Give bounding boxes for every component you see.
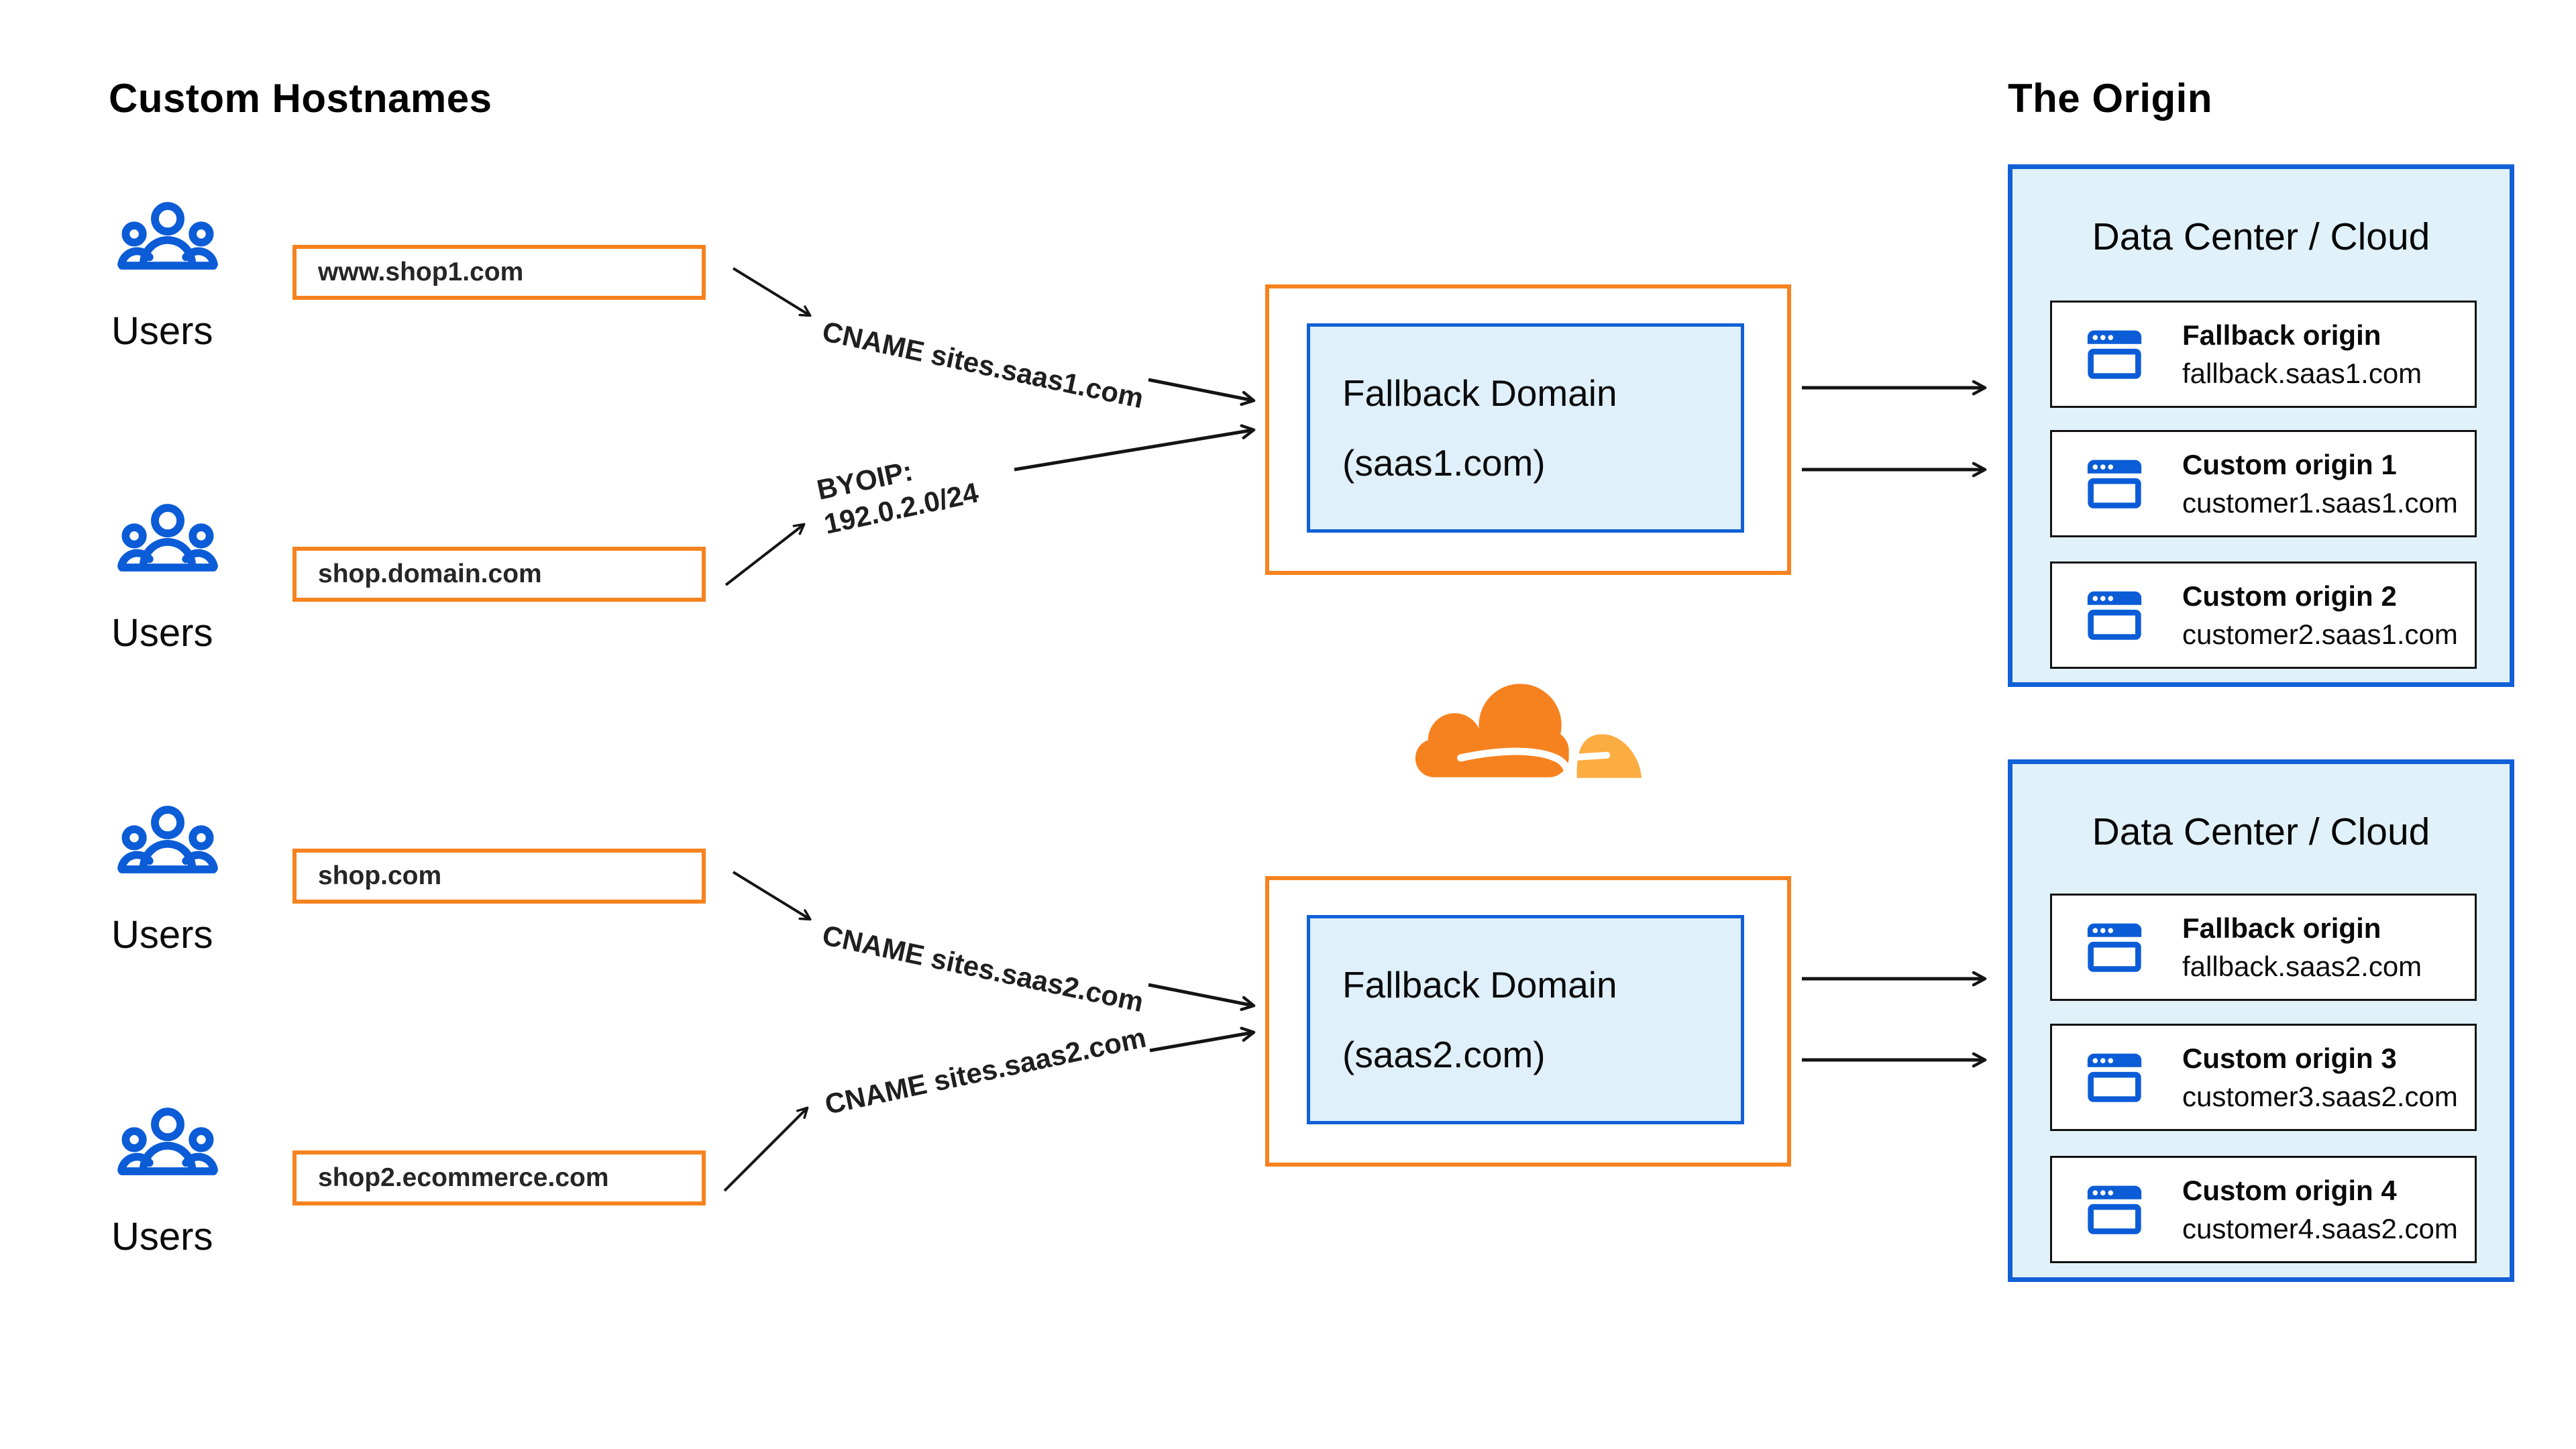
datacenter-box-2: Data Center / Cloud Fallback origin fall…: [2008, 759, 2514, 1282]
fallback-domain-name: (saas1.com): [1342, 442, 1546, 484]
hostname-text: shop.com: [318, 861, 442, 890]
fallback-domain-inner: Fallback Domain (saas1.com): [1307, 323, 1744, 533]
route-label-cname-saas2-top: CNAME sites.saas2.com: [819, 918, 1146, 1018]
browser-window-icon: [2086, 458, 2143, 510]
users-label: Users: [111, 1215, 213, 1258]
users-icon: [110, 502, 225, 581]
origin-name: Fallback origin: [2182, 319, 2381, 351]
origin-host: customer1.saas1.com: [2182, 487, 2458, 519]
origin-name: Custom origin 4: [2182, 1175, 2397, 1206]
route-label-cname-saas1: CNAME sites.saas1.com: [819, 315, 1146, 415]
hostname-box-shop2-ecommerce: shop2.ecommerce.com: [292, 1150, 706, 1205]
user-group-2: Users: [110, 502, 244, 655]
route-label-byoip: BYOIP: 192.0.2.0/24: [814, 441, 981, 541]
users-icon: [110, 200, 225, 279]
hostname-text: shop.domain.com: [318, 559, 542, 588]
arrow-shop2-to-cname2b: [723, 1106, 809, 1192]
user-group-1: Users: [110, 200, 244, 354]
fallback-domain-title: Fallback Domain: [1342, 964, 1617, 1006]
datacenter-title: Data Center / Cloud: [2092, 215, 2430, 258]
origin-box-custom-origin-2: Custom origin 2 customer2.saas1.com: [2050, 561, 2477, 669]
browser-window-icon: [2086, 1051, 2143, 1104]
origin-host: customer2.saas1.com: [2182, 619, 2458, 650]
origin-host: customer4.saas2.com: [2182, 1213, 2458, 1244]
users-label: Users: [111, 611, 213, 655]
arrow-cname2b-to-fallback2: [1149, 1026, 1256, 1053]
user-group-3: Users: [110, 804, 244, 957]
origin-box-custom-origin-1: Custom origin 1 customer1.saas1.com: [2050, 430, 2477, 537]
origin-box-fallback-saas2: Fallback origin fallback.saas2.com: [2050, 894, 2477, 1001]
hostname-box-shop: shop.com: [292, 849, 706, 904]
fallback-domain-box-saas2: Fallback Domain (saas2.com): [1265, 876, 1791, 1167]
arrow-shop-to-cname2: [732, 871, 812, 921]
hostname-text: www.shop1.com: [318, 258, 524, 286]
fallback-domain-inner: Fallback Domain (saas2.com): [1307, 915, 1744, 1124]
browser-window-icon: [2086, 921, 2143, 973]
cloudflare-logo-icon: [1405, 670, 1652, 784]
hostname-box-shop1: www.shop1.com: [292, 245, 706, 300]
arrow-shopdomain-to-byoip: [724, 523, 806, 586]
user-group-4: Users: [110, 1106, 244, 1259]
origin-box-custom-origin-3: Custom origin 3 customer3.saas2.com: [2050, 1024, 2477, 1131]
browser-window-icon: [2086, 589, 2143, 641]
datacenter-box-1: Data Center / Cloud Fallback origin fall…: [2008, 164, 2514, 687]
hostname-box-shop-domain: shop.domain.com: [292, 547, 706, 602]
browser-window-icon: [2086, 328, 2143, 380]
origin-name: Custom origin 2: [2182, 580, 2397, 612]
hostname-text: shop2.ecommerce.com: [318, 1163, 609, 1192]
route-label-cname-saas2-bottom: CNAME sites.saas2.com: [822, 1021, 1149, 1120]
origin-host: customer3.saas2.com: [2182, 1081, 2458, 1112]
arrow-byoip-to-fallback1: [1014, 424, 1256, 472]
origin-box-fallback-saas1: Fallback origin fallback.saas1.com: [2050, 301, 2477, 408]
users-label: Users: [111, 913, 213, 957]
fallback-domain-box-saas1: Fallback Domain (saas1.com): [1265, 284, 1791, 575]
origin-name: Fallback origin: [2182, 912, 2381, 944]
browser-window-icon: [2086, 1183, 2143, 1236]
fallback-domain-title: Fallback Domain: [1342, 372, 1617, 414]
arrow-cname2-to-fallback2: [1148, 983, 1256, 1012]
arrow-cname-to-fallback1: [1148, 378, 1256, 407]
users-icon: [110, 1106, 225, 1185]
origin-name: Custom origin 1: [2182, 449, 2397, 480]
fallback-domain-name: (saas2.com): [1342, 1034, 1546, 1075]
origin-host: fallback.saas2.com: [2182, 951, 2422, 982]
origin-name: Custom origin 3: [2182, 1042, 2397, 1074]
datacenter-title: Data Center / Cloud: [2092, 810, 2430, 853]
origin-host: fallback.saas1.com: [2182, 358, 2422, 389]
page-title-custom-hostnames: Custom Hostnames: [109, 76, 492, 121]
users-label: Users: [111, 309, 213, 353]
origin-box-custom-origin-4: Custom origin 4 customer4.saas2.com: [2050, 1156, 2477, 1263]
page-title-the-origin: The Origin: [2008, 76, 2212, 121]
arrow-shop1-to-cname: [732, 267, 812, 317]
users-icon: [110, 804, 225, 883]
